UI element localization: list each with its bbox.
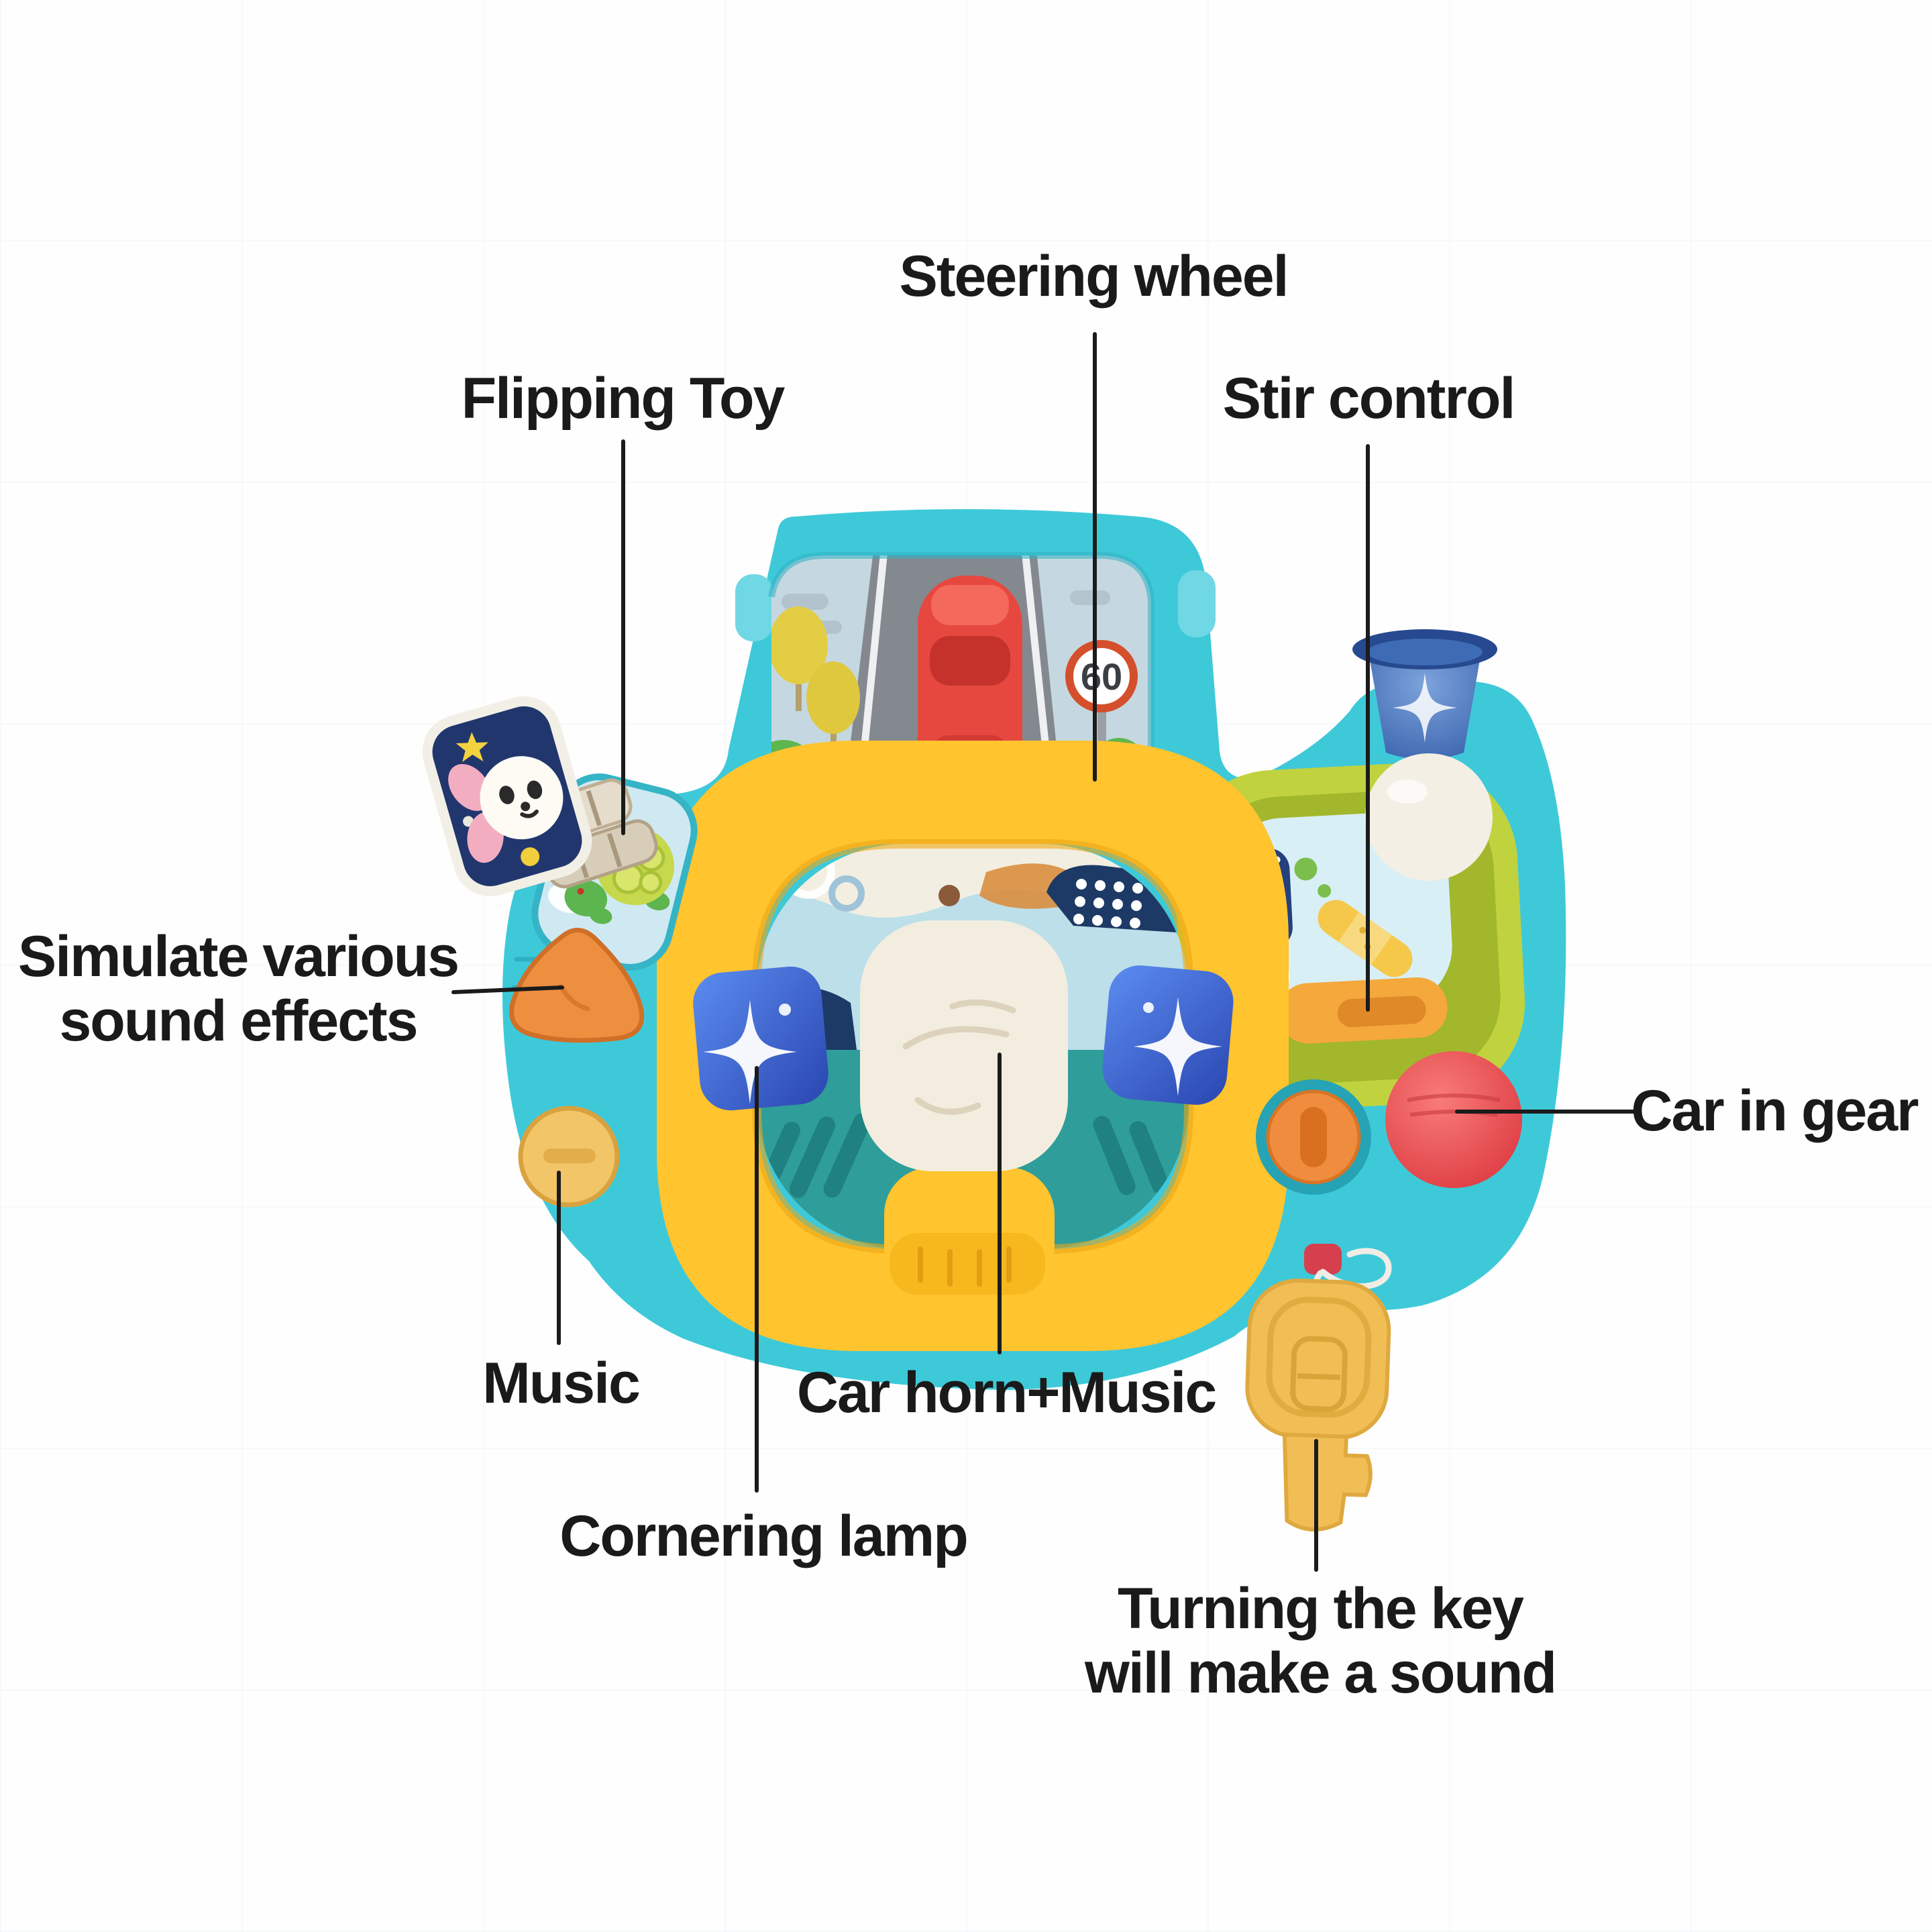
white-ball[interactable] (1365, 753, 1493, 881)
label-car-in-gear: Car in gear (1631, 1079, 1919, 1143)
rabbit-flip-card[interactable] (420, 694, 595, 899)
leader-lines (451, 332, 1636, 1572)
wheel-grip-lines (918, 1246, 1012, 1287)
key-bus-emboss (1290, 1336, 1348, 1412)
screen-frame (768, 552, 1155, 824)
key-shaft (1282, 1432, 1373, 1532)
key-connector (1304, 1244, 1342, 1275)
wheel-ring[interactable] (657, 741, 1289, 1351)
label-simulate-sound-effects: Simulate various sound effects (17, 924, 460, 1054)
rabbit-icon (448, 732, 564, 867)
label-steering-wheel: Steering wheel (899, 244, 1289, 309)
funnel-sparkle-icon (1393, 673, 1457, 743)
leader-simulate (451, 985, 564, 994)
wheel-grip (890, 1233, 1045, 1295)
bandaid-icon (1318, 900, 1413, 977)
cabin-right-tab (1178, 570, 1216, 637)
label-flipping-toy: Flipping Toy (461, 366, 786, 431)
horn-pad[interactable] (860, 920, 1068, 1171)
dash-dot-brown (938, 885, 960, 906)
ball-funnel[interactable] (1352, 629, 1497, 881)
label-simulate-line1: Simulate various (17, 924, 460, 989)
sound-effects-button[interactable] (509, 928, 645, 1043)
label-stir-control: Stir control (1222, 366, 1516, 431)
car-in-gear-ball[interactable] (1385, 1051, 1522, 1188)
label-turning-key-line2: will make a sound (1085, 1641, 1557, 1706)
label-simulate-line2: sound effects (59, 989, 418, 1054)
window-dots (1294, 857, 1332, 898)
ignition-knob[interactable] (1256, 1079, 1371, 1195)
steering-wheel-toy[interactable] (657, 741, 1289, 1351)
tree-icons (771, 606, 860, 758)
label-music: Music (482, 1351, 641, 1415)
cabin-left-tab (735, 574, 773, 641)
music-button[interactable] (518, 1106, 620, 1208)
label-car-horn-music: Car horn+Music (796, 1360, 1217, 1425)
ignition-key[interactable] (1242, 1278, 1391, 1532)
cabin-screen: 60 (768, 552, 1155, 824)
label-turning-key-line1: Turning the key (1118, 1576, 1524, 1641)
label-cornering-lamp: Cornering lamp (559, 1504, 969, 1568)
cornering-lamp-right (1102, 965, 1234, 1105)
speed-sign-value: 60 (1081, 655, 1122, 698)
label-turning-key: Turning the key will make a sound (1085, 1576, 1557, 1706)
ball-highlight (1387, 780, 1428, 804)
cornering-lamp-left (693, 966, 828, 1111)
